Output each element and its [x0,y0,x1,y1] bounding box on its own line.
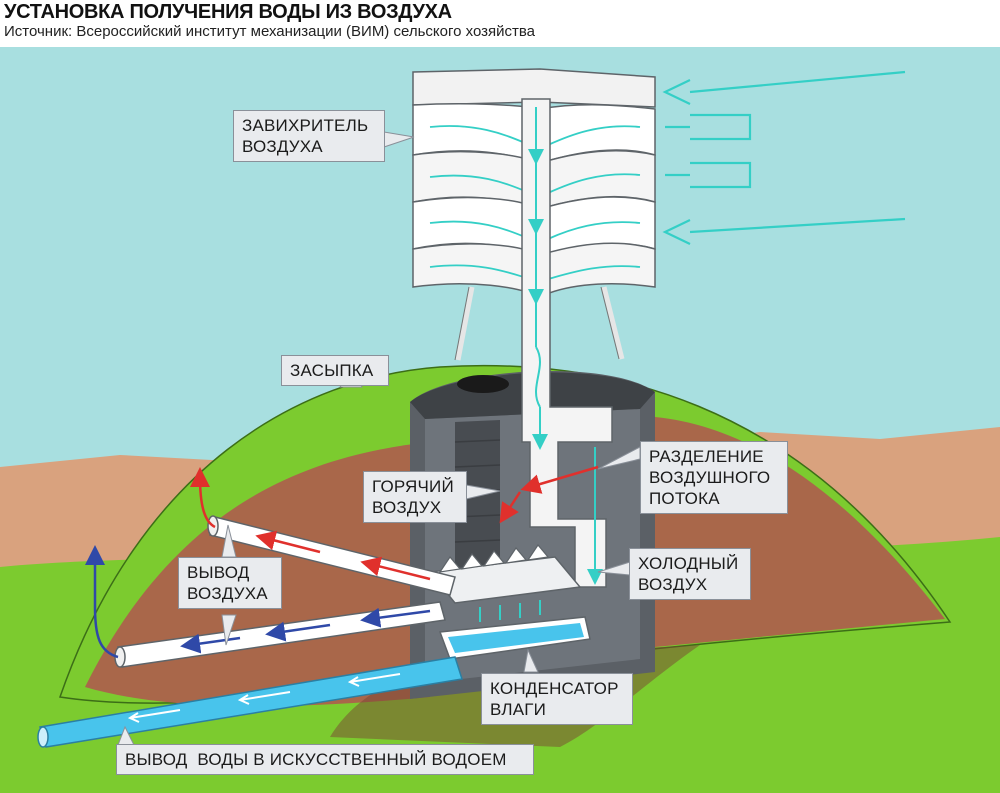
exchanger-fins [438,543,550,573]
condensate-drips [479,600,541,622]
header: УСТАНОВКА ПОЛУЧЕНИЯ ВОДЫ ИЗ ВОЗДУХА Исто… [0,0,1000,47]
hot-air-arrows [190,465,599,581]
cold-air-arrows [85,545,431,659]
callout-pointers [117,131,641,746]
diagram-source: Источник: Всероссийский институт механиз… [4,23,536,40]
incoming-air-arrows [662,70,906,245]
water-flow-arrows [127,673,401,723]
central-air-duct [521,98,613,588]
diagram-title: УСТАНОВКА ПОЛУЧЕНИЯ ВОДЫ ИЗ ВОЗДУХА [4,1,452,23]
chamber-hatch [457,375,509,393]
condensed-water [448,623,584,653]
tower-legs [455,286,625,361]
label-water-outlet: ВЫВОД ВОДЫ В ИСКУССТВЕННЫЙ ВОДОЕМ [116,744,534,775]
label-backfill: ЗАСЫПКА [281,355,389,386]
